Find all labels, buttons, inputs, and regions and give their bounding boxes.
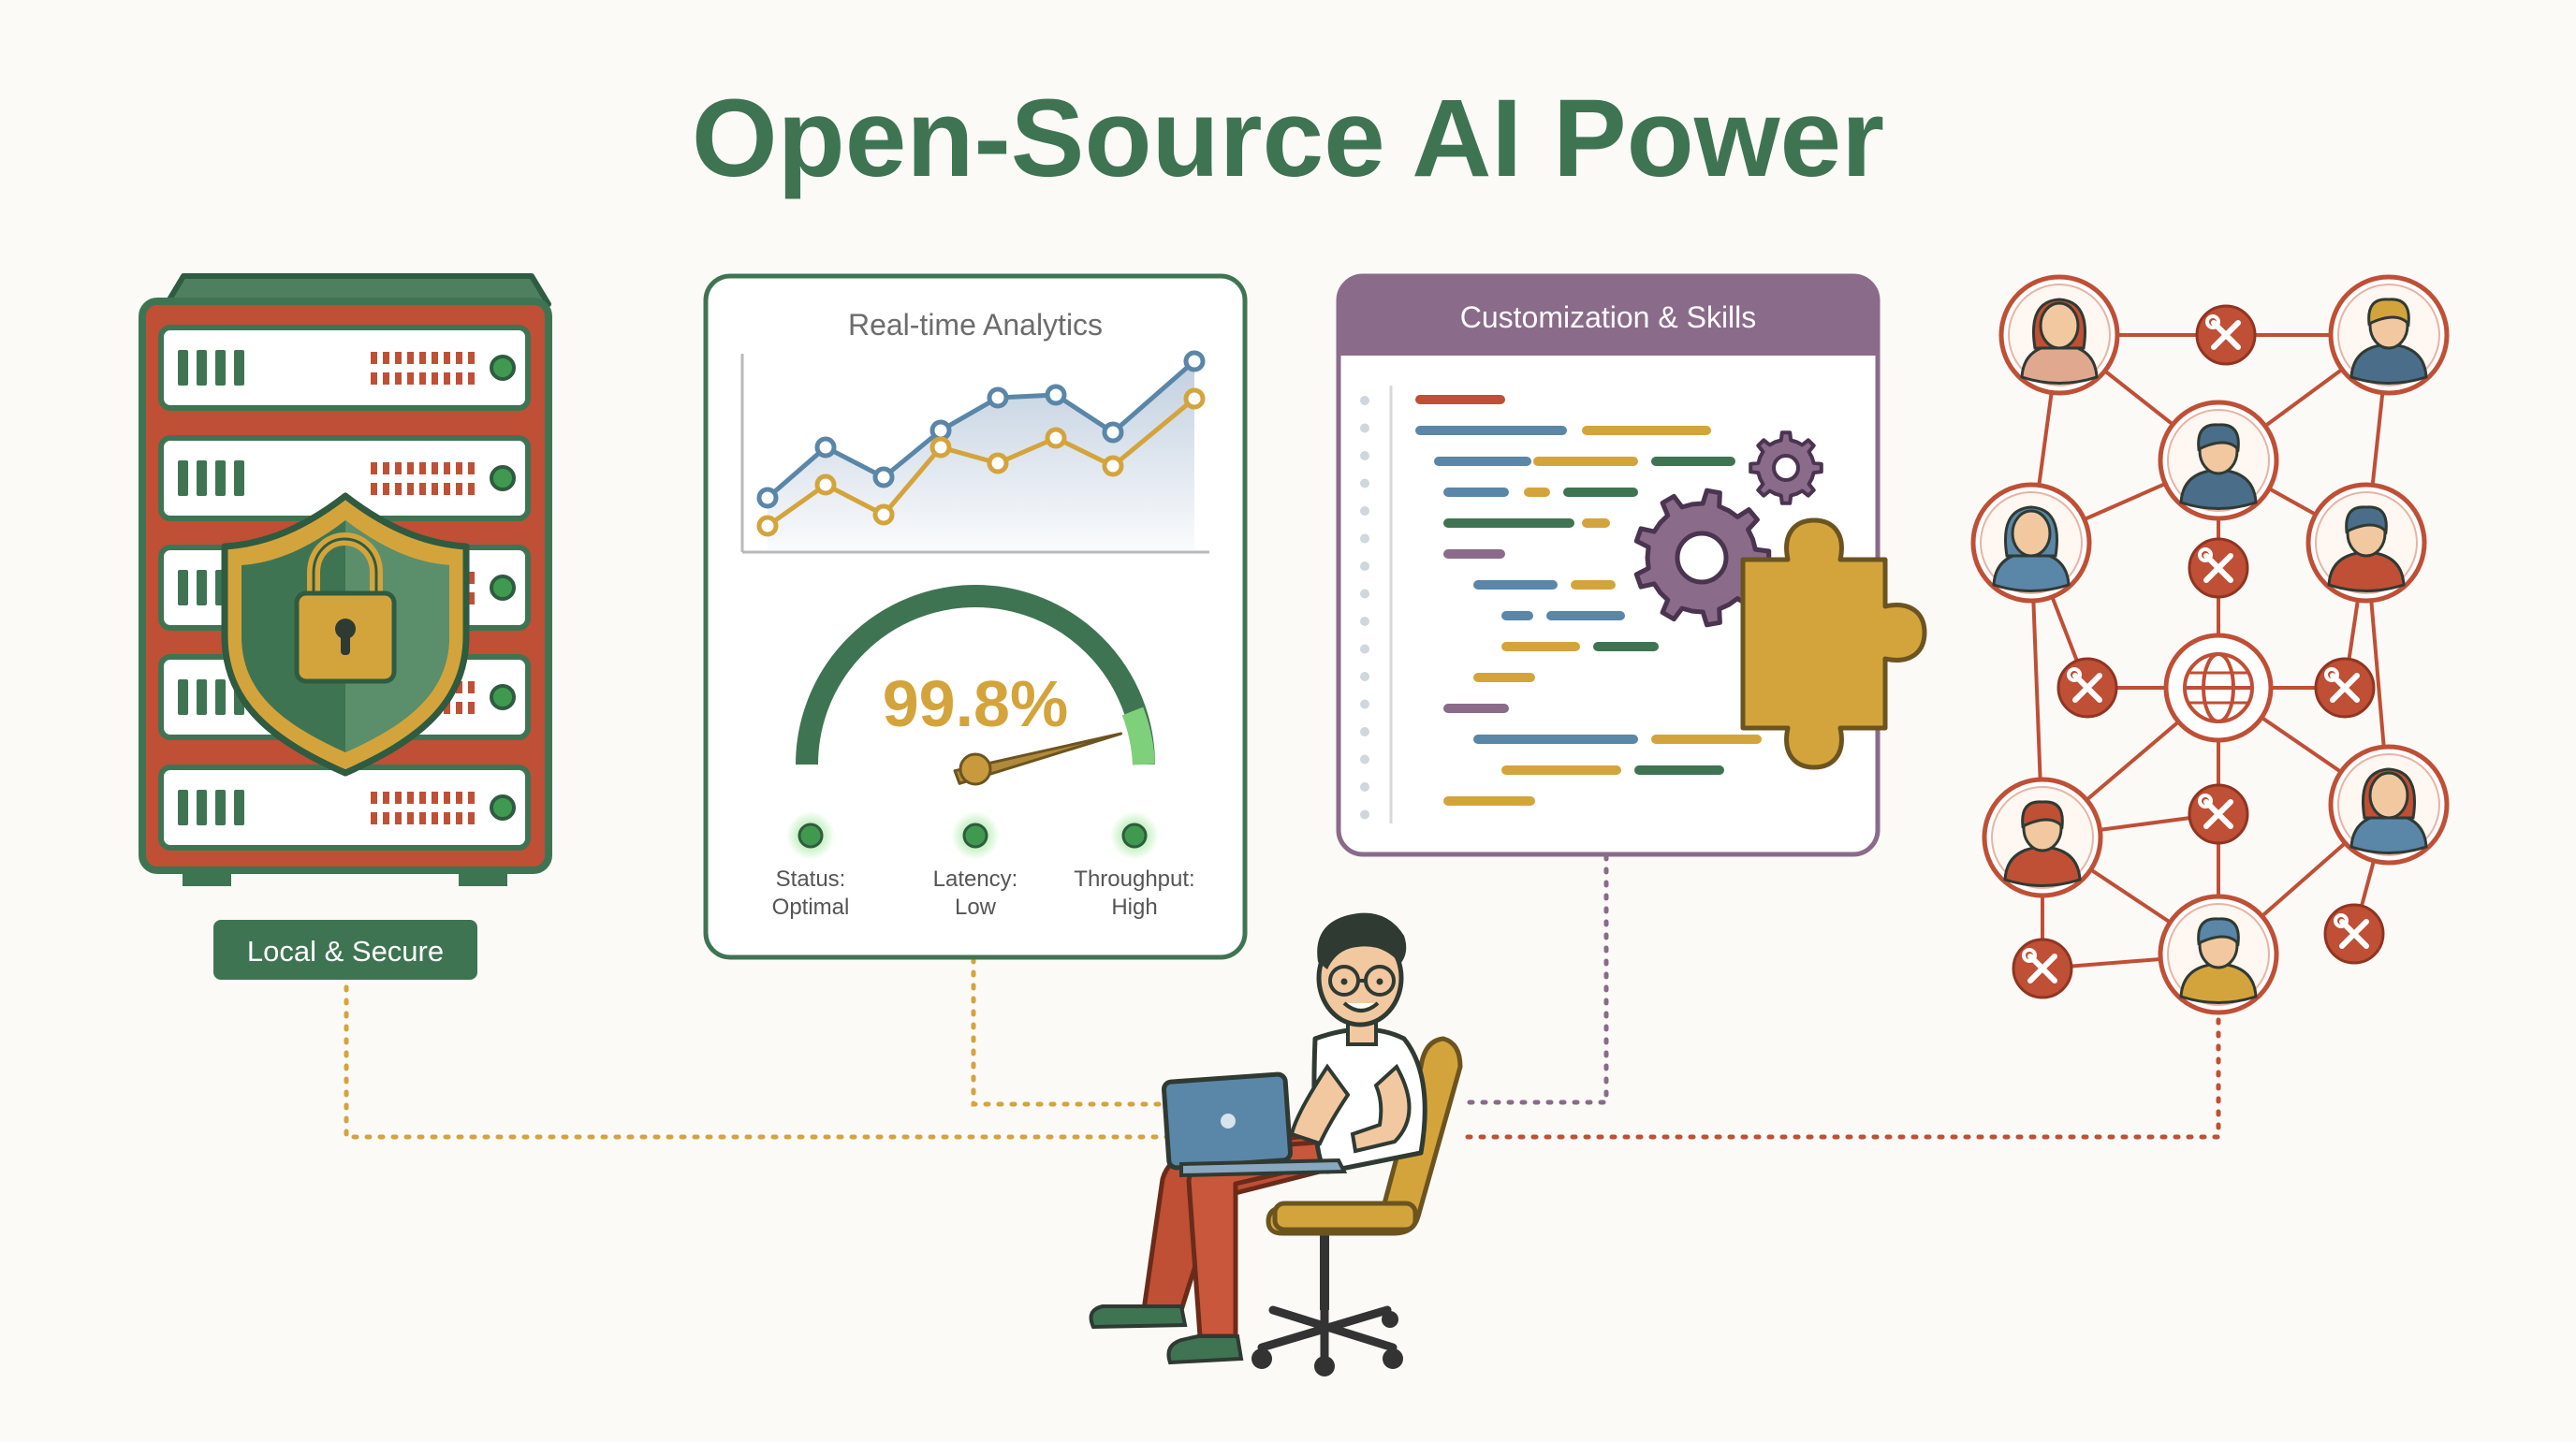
server-unit <box>158 435 531 521</box>
person-icon <box>1970 482 2092 604</box>
gauge-value: 99.8% <box>883 667 1068 740</box>
status-label: Latency: <box>933 867 1018 892</box>
analytics-title: Real-time Analytics <box>848 308 1103 342</box>
person-icon <box>2305 482 2427 604</box>
chart-point <box>814 473 837 496</box>
gear-icon <box>1633 430 1823 628</box>
customization-title: Customization & Skills <box>1460 300 1757 334</box>
chart-point <box>1045 427 1067 449</box>
server-unit <box>158 325 531 411</box>
status-label: Status: <box>776 867 846 892</box>
chart-point <box>929 419 952 442</box>
developer-with-laptop-icon <box>1089 912 1463 1376</box>
local-secure-label: Local & Secure <box>247 935 444 968</box>
wrench-screwdriver-icon <box>2323 903 2385 965</box>
server-unit <box>158 765 531 851</box>
wrench-screwdriver-icon <box>2314 657 2376 719</box>
gauge: 99.8% <box>796 585 1155 786</box>
local-secure-badge: Local & Secure <box>213 920 477 980</box>
code-lines-icon <box>1360 395 1762 820</box>
chart-point <box>987 452 1009 474</box>
connector-server <box>344 984 1178 1140</box>
status-item: Status: Optimal <box>772 811 850 920</box>
puzzle-piece-icon <box>1740 517 1927 770</box>
person-icon <box>1982 777 2103 898</box>
status-value: Low <box>955 895 997 920</box>
status-label: Throughput: <box>1074 867 1194 892</box>
chart-point <box>1102 421 1124 444</box>
wrench-screwdriver-icon <box>2195 304 2257 366</box>
wrench-screwdriver-icon <box>2012 938 2073 999</box>
wrench-screwdriver-icon <box>2056 657 2118 719</box>
chart-point <box>1102 455 1124 477</box>
chart-point <box>814 436 837 459</box>
community-network <box>1970 274 2450 1015</box>
line-chart <box>740 350 1209 554</box>
chart-point <box>756 487 779 509</box>
chart-point <box>929 436 952 459</box>
person-icon <box>2328 274 2450 396</box>
status-indicators: Status: Optimal Latency: Low Throughput:… <box>772 811 1195 920</box>
chart-point <box>872 466 895 488</box>
person-icon <box>2158 400 2279 521</box>
chart-point <box>1183 350 1206 372</box>
gauge-needle <box>953 732 1123 785</box>
analytics-card: Real-time Analytics 99.8% Status: Optima… <box>703 273 1248 960</box>
person-icon <box>2328 744 2450 866</box>
connector-customization <box>1457 853 1609 1105</box>
chart-point <box>872 503 895 526</box>
person-icon <box>1998 274 2120 396</box>
chart-point <box>1183 387 1206 410</box>
connector-community <box>1457 1017 2221 1140</box>
chart-point <box>1045 384 1067 406</box>
status-item: Throughput: High <box>1074 811 1195 920</box>
connector-analytics <box>971 956 1192 1107</box>
chart-point <box>756 515 779 537</box>
page-title: Open-Source AI Power <box>692 77 1884 200</box>
globe-icon <box>2163 633 2274 743</box>
connectors <box>344 853 2221 1140</box>
person-icon <box>2158 894 2279 1015</box>
chart-point <box>987 386 1009 409</box>
status-item: Latency: Low <box>933 811 1018 920</box>
wrench-screwdriver-icon <box>2188 537 2249 599</box>
wrench-screwdriver-icon <box>2188 783 2249 845</box>
status-value: High <box>1111 895 1157 920</box>
status-value: Optimal <box>772 895 850 920</box>
padlock-icon <box>294 532 397 684</box>
